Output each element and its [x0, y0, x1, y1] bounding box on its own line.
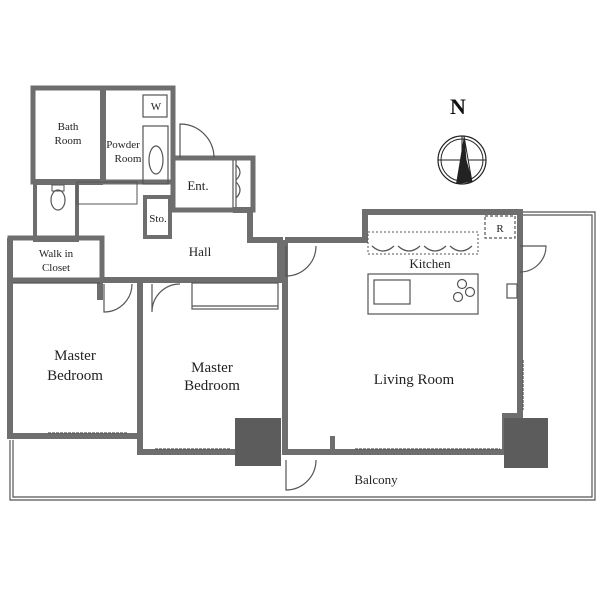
powder-label-1: Powder: [106, 139, 140, 151]
balcony-label: Balcony: [354, 472, 398, 487]
bedroom2-closet: [191, 282, 279, 310]
refrigerator-box: [484, 215, 516, 239]
balcony-outline: [9, 211, 596, 501]
compass: [437, 135, 487, 185]
bath-label-1: Bath: [58, 121, 79, 133]
master2-label-2: Bedroom: [184, 378, 240, 394]
master2-label-1: Master: [191, 360, 233, 376]
kitchen-counter: [367, 273, 479, 315]
living-label: Living Room: [374, 372, 455, 388]
pillar-right: [504, 418, 548, 468]
powder-label-2: Room: [115, 153, 142, 165]
walk-in-label-1: Walk in: [39, 248, 74, 260]
bath-label-2: Room: [55, 135, 82, 147]
powder-sink: [142, 125, 169, 185]
storage-label: Sto.: [149, 213, 167, 225]
master1-label-1: Master: [54, 348, 96, 364]
washer-box: [142, 94, 168, 118]
pillar-left: [235, 418, 281, 466]
kitchen-label: Kitchen: [409, 256, 451, 271]
walk-in-label-2: Closet: [42, 262, 70, 274]
washer-label: W: [151, 101, 162, 113]
master1-label-2: Bedroom: [47, 368, 103, 384]
entrance-block: [170, 155, 256, 213]
main-walls: [7, 238, 330, 455]
refrigerator-label: R: [496, 223, 504, 235]
entrance-label: Ent.: [187, 178, 208, 193]
toilet: [50, 189, 66, 211]
storage-block: [143, 195, 172, 239]
north-label: N: [450, 94, 466, 119]
hall-label: Hall: [189, 244, 212, 259]
